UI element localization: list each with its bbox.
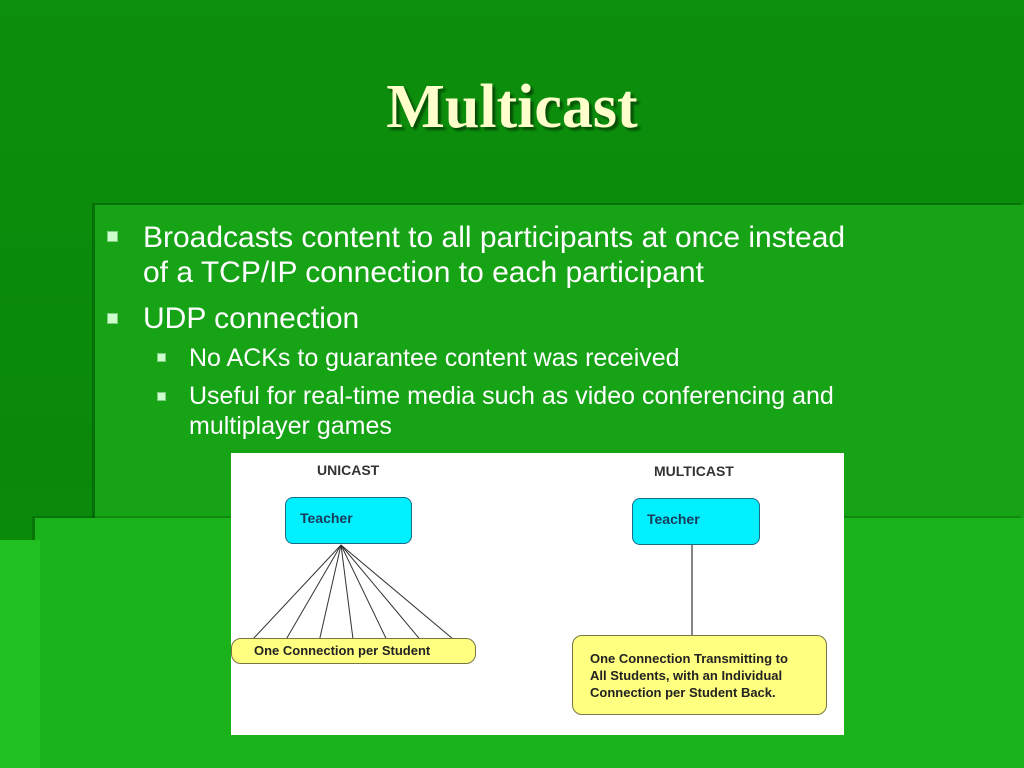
multicast-heading: MULTICAST bbox=[654, 463, 734, 479]
node-label-line: Connection per Student Back. bbox=[590, 685, 776, 700]
unicast-connection-line bbox=[340, 544, 421, 640]
unicast-connection-line bbox=[340, 544, 354, 640]
unicast-connection-line bbox=[340, 544, 454, 640]
unicast-connection-line bbox=[285, 544, 342, 640]
bullet-text-line: multiplayer games bbox=[189, 412, 392, 440]
node-label: One Connection per Student bbox=[254, 643, 431, 658]
unicast-connection-lines bbox=[252, 544, 454, 640]
sub-bullet-item: No ACKs to guarantee content was receive… bbox=[189, 343, 680, 373]
sub-bullet-marker bbox=[157, 392, 166, 401]
unicast-connection-line bbox=[319, 544, 342, 640]
node-label: Teacher bbox=[300, 510, 353, 526]
node-label-line: All Students, with an Individual bbox=[590, 668, 783, 683]
bullet-marker bbox=[107, 313, 118, 324]
sub-bullet-marker bbox=[157, 353, 166, 362]
bullet-item: UDP connection bbox=[143, 301, 359, 336]
node-label-line: One Connection Transmitting to bbox=[590, 651, 788, 666]
background-panel-corner bbox=[0, 540, 40, 768]
unicast-teacher-node: Teacher bbox=[285, 497, 412, 544]
bullet-text-line: No ACKs to guarantee content was receive… bbox=[189, 344, 680, 372]
bullet-marker bbox=[107, 231, 118, 242]
unicast-heading: UNICAST bbox=[317, 462, 380, 478]
multicast-teacher-node: Teacher bbox=[632, 498, 760, 545]
bullet-text-line: UDP connection bbox=[143, 302, 360, 335]
sub-bullet-item: Useful for real-time media such as video… bbox=[189, 381, 834, 441]
bullet-text-line: Useful for real-time media such as video… bbox=[189, 382, 834, 410]
unicast-multicast-diagram: UNICAST Teacher One Connection per Stude… bbox=[231, 453, 844, 735]
bullet-text-line: of a TCP/IP connection to each participa… bbox=[143, 256, 704, 289]
multicast-student-node: One Connection Transmitting to All Stude… bbox=[572, 635, 827, 715]
bullet-item: Broadcasts content to all participants a… bbox=[143, 220, 845, 290]
unicast-student-node: One Connection per Student bbox=[231, 638, 476, 664]
unicast-connection-line bbox=[252, 544, 342, 640]
unicast-connection-line bbox=[340, 544, 387, 640]
bullet-text-line: Broadcasts content to all participants a… bbox=[143, 221, 846, 254]
diagram-connectors bbox=[252, 544, 693, 640]
slide-title: Multicast bbox=[386, 73, 638, 141]
node-label: Teacher bbox=[647, 511, 700, 527]
